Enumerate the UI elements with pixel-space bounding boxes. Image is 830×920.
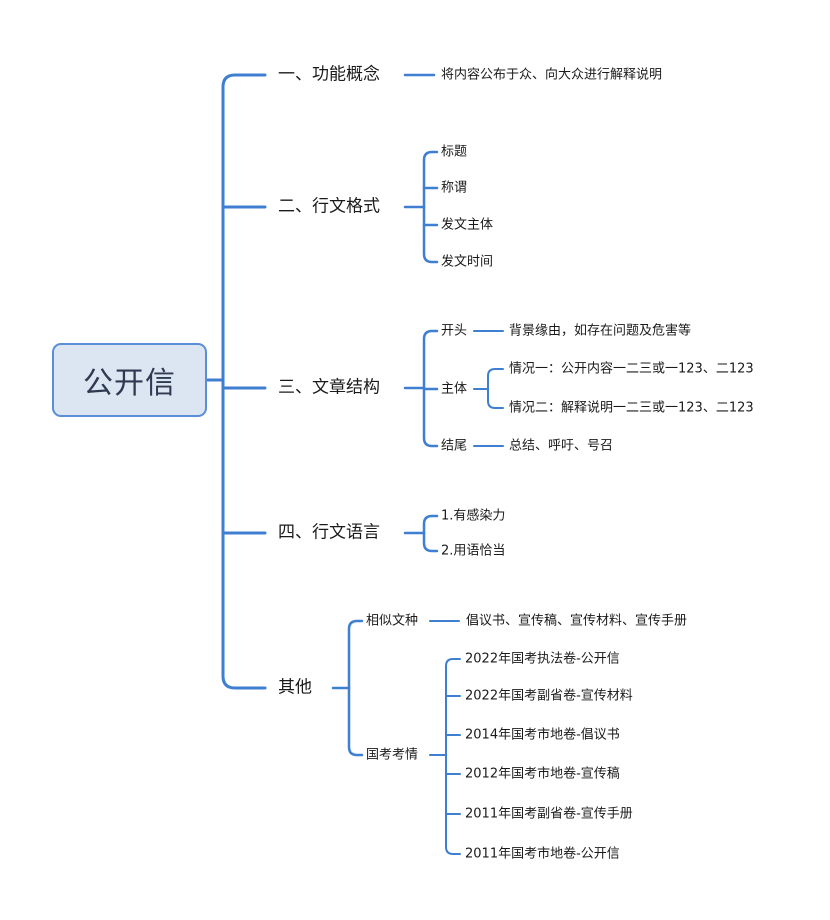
branch-3-ending-leaf[interactable]: 总结、呼吁、号召 <box>509 438 614 454</box>
branch-3-body-leaf-2[interactable]: 情况二：解释说明一二三或一123、二123 <box>509 400 754 416</box>
branch-3-node-opening[interactable]: 开头 <box>441 323 468 339</box>
branch-5-exam-leaf-6[interactable]: 2011年国考市地卷-公开信 <box>465 846 620 862</box>
branch-3-node-ending[interactable]: 结尾 <box>441 438 468 454</box>
branch-5-exam-leaf-5[interactable]: 2011年国考副省卷-宣传手册 <box>465 806 633 822</box>
branch-2-leaf-2[interactable]: 称谓 <box>441 180 468 196</box>
branch-1-label[interactable]: 一、功能概念 <box>278 64 380 85</box>
b4-bracket-spine <box>422 514 439 553</box>
branch-5-exam-leaf-1[interactable]: 2022年国考执法卷-公开信 <box>465 651 620 667</box>
b3-body-bracket-spine <box>487 368 504 409</box>
branch-4-leaf-1[interactable]: 1.有感染力 <box>441 508 506 524</box>
branch-1-leaf[interactable]: 将内容公布于众、向大众进行解释说明 <box>441 67 663 83</box>
branch-3-node-body[interactable]: 主体 <box>441 381 468 397</box>
branch-2-label[interactable]: 二、行文格式 <box>278 196 380 217</box>
branch-3-opening-leaf[interactable]: 背景缘由，如存在问题及危害等 <box>509 323 692 339</box>
b5-bracket-spine <box>347 619 364 757</box>
branch-5-exam-leaf-3[interactable]: 2014年国考市地卷-倡议书 <box>465 727 620 743</box>
branch-5-label[interactable]: 其他 <box>278 677 312 698</box>
branch-5-exam-leaf-4[interactable]: 2012年国考市地卷-宣传稿 <box>465 766 620 782</box>
level1-bracket-spine <box>221 73 267 690</box>
branch-5-node-exam[interactable]: 国考考情 <box>366 747 419 763</box>
branch-4-leaf-2[interactable]: 2.用语恰当 <box>441 543 506 559</box>
branch-5-similar-leaf[interactable]: 倡议书、宣传稿、宣传材料、宣传手册 <box>466 613 688 629</box>
branch-2-leaf-4[interactable]: 发文时间 <box>441 254 494 270</box>
branch-5-exam-leaf-2[interactable]: 2022年国考副省卷-宣传材料 <box>465 688 633 704</box>
branch-4-label[interactable]: 四、行文语言 <box>278 522 380 543</box>
branch-2-leaf-1[interactable]: 标题 <box>441 144 468 160</box>
root-label: 公开信 <box>83 366 176 401</box>
root-node[interactable]: 公开信 <box>52 343 207 417</box>
branch-5-node-similar[interactable]: 相似文种 <box>366 613 419 629</box>
b2-bracket-spine <box>422 150 439 264</box>
branch-2-leaf-3[interactable]: 发文主体 <box>441 217 494 233</box>
branch-3-label[interactable]: 三、文章结构 <box>278 377 380 398</box>
branch-3-body-leaf-1[interactable]: 情况一：公开内容一二三或一123、二123 <box>509 361 754 377</box>
b5-exam-bracket-spine <box>445 658 461 855</box>
